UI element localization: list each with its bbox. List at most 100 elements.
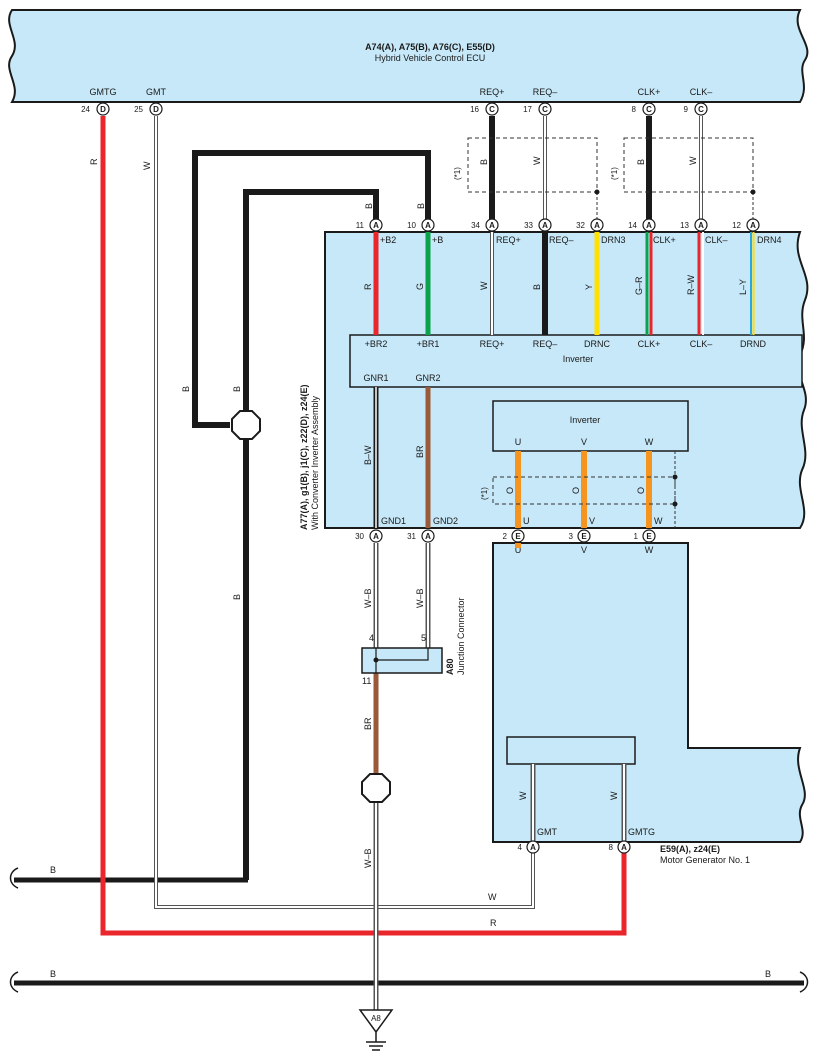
inv-gnd1-color: B–W [363,445,373,465]
shield-box-uvw [492,476,676,505]
junction-pin-5: 5 [421,633,426,643]
inv-gnd2-color: BR [415,445,425,458]
ecu-pin-code-clk-minus: C [698,105,704,114]
wire-b-low-label: B [232,594,242,600]
ecu-pin-label-gmtg: GMTG [90,87,117,97]
sub-inverter-phase-u: U [515,437,522,447]
junction-pin-4: 4 [369,633,374,643]
mg-inner-box [506,736,636,765]
ecu-pins: D 24 D 25 C 16 C 17 C 8 C 9 [81,102,708,116]
inv-pin-label-b2: +B2 [380,235,396,245]
wire-clk-plus-color: B [636,159,646,165]
inv-inner-label-br2: +BR2 [365,339,388,349]
inv-top-code-33: A [542,221,548,230]
inv-wire-color-b2: R [363,283,373,290]
inverter-bottom-pins: A 30 A 31 E 2 E 3 E 1 [355,529,656,543]
uvw-color-v: O [571,487,581,494]
mg-phase-u: U [515,545,522,555]
inv-top-num-34: 34 [471,221,480,230]
ecu-pin-label-clk-minus: CLK– [690,87,713,97]
bus-lines: B B B [9,865,809,993]
wire-b-top1-label: B [364,203,374,209]
wire-junc-br-color: BR [363,717,373,730]
inv-top-code-11: A [373,221,379,230]
inv-bot-code-31: A [425,532,431,541]
inv-bot-code-1: E [646,532,652,541]
wire-gmt-return-color: W [488,892,497,902]
inv-inner-label-gnr2: GNR2 [415,373,440,383]
bus-b3-label: B [765,969,771,979]
mg-pin-num-8: 8 [609,843,614,852]
mg-pin-label-gmtg: GMTG [628,827,655,837]
inv-pin-label-drn3: DRN3 [601,235,626,245]
junction-connector: 4 5 11 A80 Junction Connector [361,597,466,686]
inv-wire-color-req-minus: B [532,284,542,290]
inv-wire-color-drn3: Y [584,284,594,290]
inv-top-num-14: 14 [628,221,637,230]
ecu-pin-num-gmtg: 24 [81,105,90,114]
inv-bot-code-3: E [581,532,587,541]
inv-top-num-11: 11 [356,221,365,230]
inv-inner-label-clk-plus: CLK+ [638,339,661,349]
inv-top-num-13: 13 [680,221,689,230]
mg-pins: A 4 A 8 [518,840,631,854]
ecu-pin-label-req-minus: REQ– [533,87,558,97]
inv-top-num-32: 32 [576,221,585,230]
uvw-color-w: O [636,487,646,494]
wire-req-minus-color: W [532,156,542,165]
shield-note-clk: (*1) [610,167,619,180]
wire-gnd2-color: W–B [415,588,425,608]
inv-top-code-12: A [750,221,756,230]
inv-pin-label-gnd2: GND2 [433,516,458,526]
ecu-pin-label-req-plus: REQ+ [480,87,505,97]
ecu-pin-num-req-minus: 17 [523,105,532,114]
wire-gmtg-color: R [89,158,99,165]
inv-inner-label-drnc: DRNC [584,339,610,349]
mg-name: Motor Generator No. 1 [660,855,750,865]
wire-clk-minus-color: W [688,156,698,165]
splice-point-ground [361,773,391,803]
mg-pin-code-8: A [621,843,627,852]
mg-pin-num-4: 4 [518,843,523,852]
ecu-pin-code-req-plus: C [489,105,495,114]
inv-top-code-32: A [594,221,600,230]
ecu-pin-label-gmt: GMT [146,87,166,97]
sub-inverter-phase-v: V [581,437,587,447]
ecu-panel: A74(A), A75(B), A76(C), E55(D) Hybrid Ve… [8,9,809,103]
inv-top-num-12: 12 [732,221,741,230]
ecu-pin-num-gmt: 25 [134,105,143,114]
inv-wire-color-clk-minus: R–W [686,274,696,295]
ecu-pin-label-clk-plus: CLK+ [638,87,661,97]
inv-bot-num-1: 1 [634,532,639,541]
wire-gmtg-red: R R [89,116,627,936]
inverter-assembly-panel: Inverter Inverter U V W A77(A), g1(B), j… [299,231,809,530]
ecu-pin-code-gmt: D [153,105,159,114]
wire-b-mid-label: B [232,386,242,392]
shield-note-uvw: (*1) [480,487,489,500]
wire-gnd1-color: W–B [363,588,373,608]
sub-inverter-phase-w: W [645,437,654,447]
junction-id: A80 [445,658,455,675]
inv-wire-color-req-plus: W [479,281,489,290]
inv-inner-label-req-plus: REQ+ [480,339,505,349]
inv-bot-num-3: 3 [569,532,574,541]
inverter-strip-label: Inverter [563,354,594,364]
inv-inner-label-req-minus: REQ– [533,339,558,349]
inv-top-code-10: A [425,221,431,230]
sub-inverter-label: Inverter [570,415,601,425]
inverter-assembly-ids: A77(A), g1(B), j1(C), z22(D), z24(E) [299,384,309,530]
inv-pin-label-b: +B [432,235,443,245]
mg-pin-label-gmt: GMT [537,827,557,837]
inv-pin-label-clk-minus: CLK– [705,235,728,245]
wire-b-left-label: B [181,386,191,392]
inv-pin-label-v: V [589,516,595,526]
uvw-color-u: O [505,487,515,494]
inv-pin-label-clk-plus: CLK+ [653,235,676,245]
junction-pin-11: 11 [362,676,371,686]
shield-note-req: (*1) [453,167,462,180]
ecu-pin-num-req-plus: 16 [470,105,479,114]
inv-wire-color-clk-plus: G–R [634,276,644,295]
wire-gmt-white: W W [142,116,535,909]
inv-top-code-34: A [489,221,495,230]
